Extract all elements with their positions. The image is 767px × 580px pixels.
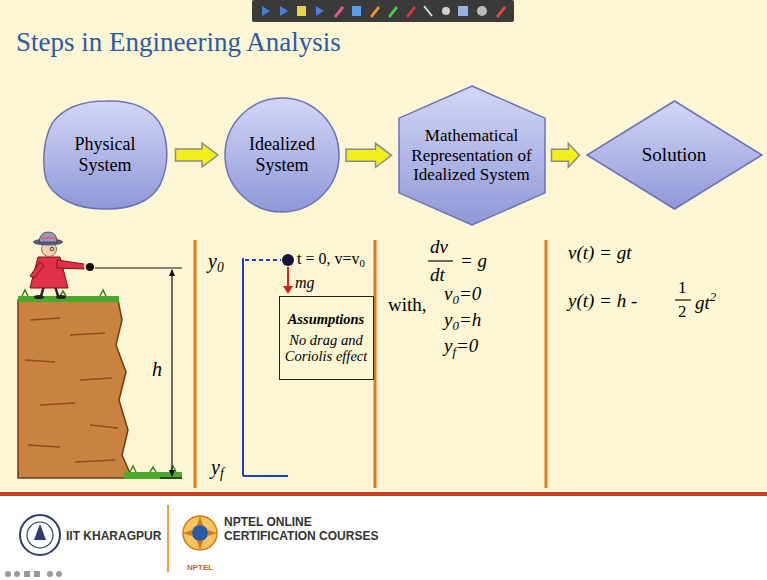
node-label: Solution — [642, 144, 706, 166]
solution-equation: y(t) = h - — [568, 290, 637, 312]
node-text-group: Physical System — [55, 134, 156, 175]
toolbar — [252, 0, 514, 22]
dimension-label: h — [152, 358, 162, 381]
position-label: y0 — [208, 250, 224, 276]
initial-condition: t = 0, v=v0 — [297, 250, 365, 270]
node-text-group: Idealized System — [238, 134, 326, 175]
node-label: Mathematical Representation of Idealized… — [407, 126, 537, 185]
equation-text: with, — [388, 294, 427, 316]
boundary-condition: y0=h — [444, 309, 481, 334]
force-label: mg — [295, 274, 315, 292]
slide-title: Steps in Engineering Analysis — [16, 27, 341, 58]
node-label: Idealized System — [238, 134, 326, 175]
fraction-numerator: dv — [430, 236, 448, 258]
diamond-node: Solution — [586, 100, 763, 210]
node-text-group: Solution — [626, 144, 723, 166]
position-label: yf — [211, 456, 224, 482]
node-text-group: Mathematical Representation of Idealized… — [407, 126, 537, 185]
course-name: NPTEL ONLINE CERTIFICATION COURSES — [224, 516, 396, 544]
node-text-group: Assumptions No drag and Coriolis effect — [282, 311, 371, 365]
fraction-denominator: dt — [430, 264, 445, 286]
note-box: Assumptions No drag and Coriolis effect — [279, 296, 374, 380]
block-arrow — [176, 143, 219, 167]
node-label: No drag and Coriolis effect — [282, 332, 371, 365]
panel-separator — [195, 240, 546, 488]
logo-caption: NPTEL — [187, 563, 213, 572]
subscript: 0 — [452, 318, 458, 333]
circle-node: Idealized System — [224, 97, 340, 213]
node-label: Assumptions — [288, 311, 365, 328]
boundary-condition: v0=0 — [444, 283, 481, 308]
footer — [0, 492, 767, 580]
institute-name: IIT KHARAGPUR — [66, 530, 161, 544]
subscript: 0 — [360, 257, 365, 269]
equation-part: = g — [460, 250, 487, 272]
block-arrow — [552, 143, 580, 167]
solution-equation: gt2 — [695, 290, 716, 314]
block-arrow — [346, 143, 392, 167]
blob-node: Physical System — [41, 99, 170, 211]
subscript: 0 — [452, 292, 458, 307]
subscript: f — [452, 344, 456, 359]
solution-equation: v(t) = gt — [568, 242, 631, 264]
cliff-illustration — [18, 290, 182, 479]
fraction-numerator: 1 — [678, 278, 687, 298]
diamond-shape — [587, 101, 762, 209]
hexagon-node: Mathematical Representation of Idealized… — [398, 85, 546, 226]
rect-shape — [279, 297, 373, 380]
subscript: f — [220, 466, 224, 481]
blob-shape — [43, 101, 166, 209]
fraction-denominator: 2 — [678, 302, 687, 322]
node-label: Physical System — [55, 134, 156, 175]
superscript: 2 — [710, 289, 716, 304]
subscript: 0 — [217, 260, 224, 275]
person-figure — [30, 232, 94, 299]
height-dimension — [95, 268, 182, 478]
circle-shape — [225, 98, 339, 212]
hex-shape — [399, 86, 545, 225]
boundary-condition: yf=0 — [444, 335, 478, 360]
